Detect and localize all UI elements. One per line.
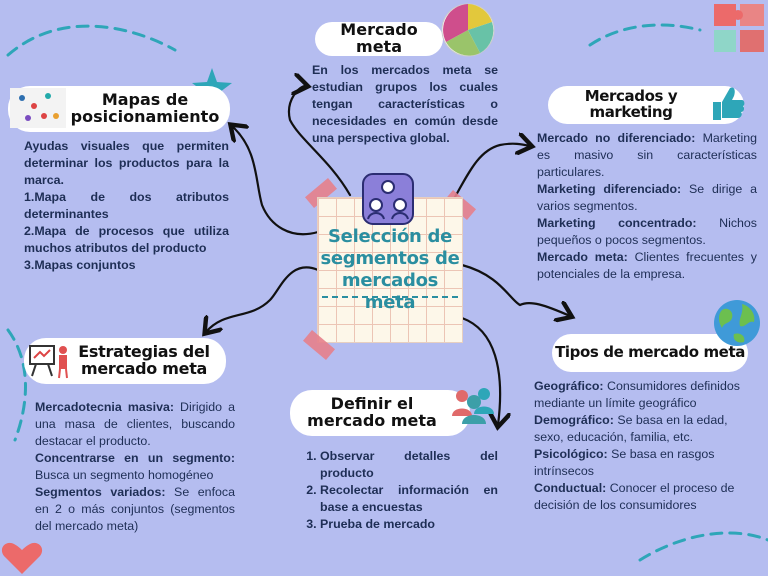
marketing-desc-1: Marketing es masivo sin características … — [537, 131, 757, 179]
audience-icon — [452, 388, 494, 424]
estrategias-term-3: Segmentos variados: — [35, 485, 166, 499]
estrategias-desc-3: Se enfoca en 2 o más conjuntos (segmento… — [35, 485, 235, 533]
definir-item-2: Recolectar información en base a encuest… — [320, 482, 498, 516]
decor-dash-top-left — [6, 24, 177, 57]
marketing-term-1: Mercado no diferenciado: — [537, 131, 696, 145]
arrow-to-definir — [460, 316, 500, 425]
center-title-underline — [322, 296, 458, 298]
mercado-meta-body: En los mercados meta se estudian grupos … — [312, 63, 498, 145]
arrow-to-marketing — [453, 144, 530, 199]
arrow-to-tipos — [460, 263, 570, 316]
tipos-desc-1: Consumidores definidos mediante un límit… — [534, 379, 740, 410]
estrategias-body: Mercadotecnia masiva: Dirigido a una mas… — [35, 399, 235, 535]
mapas-item-2: 2.Mapa de procesos que utiliza muchos at… — [24, 224, 229, 255]
marketing-desc-2: Se dirige a varios segmentos. — [537, 182, 757, 213]
estrategias-desc-1: Dirigido a una masa de clientes, buscand… — [35, 400, 235, 448]
estrategias-term-2: Concentrarse en un segmento: — [35, 451, 235, 465]
tipos-term-1: Geográfico: — [534, 379, 604, 393]
definir-body: Observar detalles del producto Recolecta… — [298, 448, 498, 533]
market-segments-icon — [441, 3, 495, 57]
marketing-term-2: Marketing diferenciado: — [537, 182, 682, 196]
tipos-desc-3: Se basa en rasgos intrínsecos — [534, 447, 715, 478]
marketing-body: Mercado no diferenciado: Marketing es ma… — [537, 130, 757, 283]
marketing-term-3: Marketing concentrado: — [537, 216, 697, 230]
decor-dash-left — [6, 328, 27, 442]
globe-icon — [714, 300, 760, 346]
tipos-title: Tipos de mercado meta — [552, 334, 748, 372]
marketing-term-4: Mercado meta: — [537, 250, 628, 264]
estrategias-desc-2: Busca un segmento homogéneo — [35, 468, 214, 482]
positioning-map-icon — [10, 88, 66, 128]
center-title: Selección de segmentos de mercados meta — [320, 226, 460, 313]
definir-item-3: Prueba de mercado — [320, 516, 498, 533]
mapas-item-1: 1.Mapa de dos atributos determinantes — [24, 190, 229, 221]
tipos-term-2: Demográfico: — [534, 413, 614, 427]
tipos-desc-4: Conocer el proceso de decisión de los co… — [534, 481, 735, 512]
tipos-term-3: Psicológico: — [534, 447, 608, 461]
heart-icon — [1, 542, 43, 574]
estrategias-title: Estrategias del mercado meta — [24, 338, 226, 384]
arrow-to-mapas — [232, 126, 320, 236]
marketing-desc-4: Clientes frecuentes y potenciales de la … — [537, 250, 757, 281]
marketing-title: Mercados y marketing — [548, 86, 744, 124]
tipos-desc-2: Se basa en la edad, sexo, educación, fam… — [534, 413, 728, 444]
marketing-desc-3: Nichos pequeños o pocos segmentos. — [537, 216, 757, 247]
mapas-intro: Ayudas visuales que permiten determinar … — [24, 139, 229, 187]
definir-item-1: Observar detalles del producto — [320, 448, 498, 482]
mercado-meta-title: Mercado meta — [315, 21, 443, 56]
arrow-to-mercado-meta — [287, 86, 352, 197]
mapas-item-3: 3.Mapas conjuntos — [24, 258, 136, 272]
mapas-body: Ayudas visuales que permiten determinar … — [24, 138, 229, 274]
definir-title: Definir el mercado meta — [290, 390, 470, 436]
team-icon — [362, 173, 414, 225]
presentation-icon — [29, 345, 68, 379]
estrategias-term-1: Mercadotecnia masiva: — [35, 400, 174, 414]
puzzle-icon — [714, 4, 764, 52]
tipos-body: Geográfico: Consumidores definidos media… — [534, 378, 756, 514]
tipos-term-4: Conductual: — [534, 481, 607, 495]
arrow-to-estrategias — [206, 266, 320, 332]
decor-dash-top-right — [588, 23, 702, 47]
center-card: Selección de segmentos de mercados meta — [317, 197, 463, 343]
thumbs-up-icon — [713, 87, 745, 120]
decor-dash-bottom-right — [638, 531, 768, 562]
